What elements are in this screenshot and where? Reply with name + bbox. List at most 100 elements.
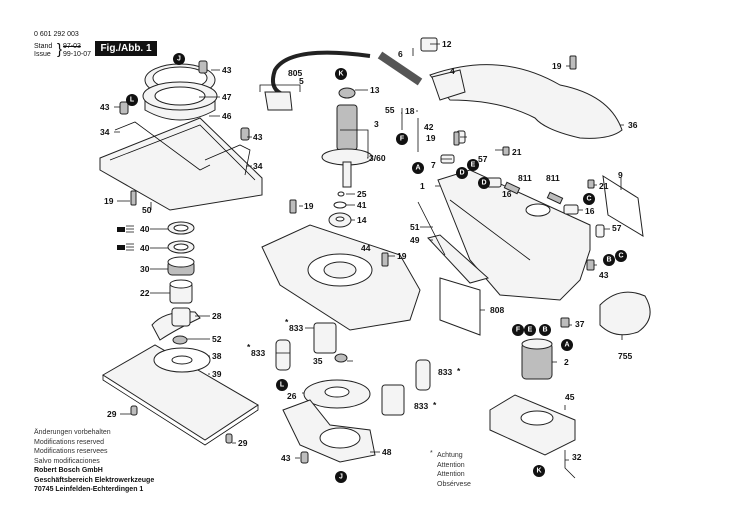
marker-C: C — [583, 193, 595, 205]
capacitor-12 — [420, 37, 438, 52]
attention-star: * — [430, 450, 433, 457]
part-label: 36 — [628, 120, 638, 130]
part-label: 49 — [410, 235, 420, 245]
brush-holders-833 — [275, 322, 431, 416]
part-label: 38 — [212, 351, 222, 361]
svg-text:*: * — [285, 317, 289, 327]
company-address: 70745 Leinfelden-Echterdingen 1 — [34, 486, 144, 493]
svg-text:A: A — [564, 342, 569, 349]
part-label: 14 — [357, 215, 367, 225]
part-label: 30 — [140, 264, 150, 274]
screw-43 — [300, 451, 309, 464]
grease-icon — [117, 225, 134, 233]
marker-F: F — [512, 324, 524, 336]
disclaimer-line: Modifications reserved — [34, 438, 105, 446]
attention-note: * Achtung Attention Attention Obsérvese — [430, 450, 471, 489]
collar-46-47 — [142, 63, 218, 121]
disclaimer: Änderungen vorbehalten Modifications res… — [34, 428, 154, 495]
part-label: 34 — [253, 161, 263, 171]
marker-F: F — [396, 133, 408, 145]
part-label: 4 — [450, 66, 455, 76]
part-label: 29 — [107, 409, 117, 419]
svg-text:*: * — [457, 366, 461, 376]
part-label: 833 — [251, 348, 265, 358]
issue-date: 99-10-07 — [63, 51, 92, 58]
base-plate-50 — [99, 117, 263, 211]
part-label: 7 — [431, 160, 436, 170]
part-label: 34 — [100, 127, 110, 137]
part-label: 16 — [502, 189, 512, 199]
part-label: 25 — [357, 189, 367, 199]
marker-J: K — [533, 465, 545, 477]
part-label: 755 — [618, 351, 632, 361]
part-label: 37 — [575, 319, 585, 329]
part-label: 808 — [490, 305, 504, 315]
svg-text:L: L — [280, 382, 285, 389]
part-label: 32 — [572, 452, 582, 462]
part-label: 19 — [304, 201, 314, 211]
marker-K: J — [173, 53, 185, 65]
part-label: 45 — [565, 392, 575, 402]
part-label: 48 — [382, 447, 392, 457]
part-label: 43 — [599, 270, 609, 280]
screw-19 — [130, 190, 137, 206]
fan-26 — [303, 379, 371, 409]
svg-text:E: E — [471, 162, 476, 169]
marker-J: K — [335, 68, 347, 80]
marker-A: A — [561, 339, 573, 351]
part-label: 5 — [299, 76, 304, 86]
svg-text:D: D — [481, 180, 486, 187]
marker-L: L — [126, 94, 138, 106]
part-label: 19 — [552, 61, 562, 71]
svg-text:B: B — [542, 327, 547, 334]
part-label: 9 — [618, 170, 623, 180]
part-label: 19 — [104, 196, 114, 206]
svg-text:F: F — [516, 327, 521, 334]
motor-housing-1 — [437, 169, 591, 301]
screw-29 — [225, 433, 233, 444]
disclaimer-line: Modifications reservees — [34, 448, 108, 455]
part-label: 57 — [478, 154, 488, 164]
marker-A: A — [412, 162, 424, 174]
part-label: 833 — [438, 367, 452, 377]
part-label: 26 — [287, 391, 297, 401]
svg-text:J: J — [339, 474, 343, 481]
part-label: 44 — [361, 243, 371, 253]
bearing-stack — [167, 221, 195, 304]
svg-text:F: F — [400, 136, 405, 143]
svg-text:*: * — [433, 400, 437, 410]
part-label: 28 — [212, 311, 222, 321]
clip-37 — [560, 317, 570, 328]
part-label: 40 — [140, 243, 150, 253]
marker-D: D — [478, 177, 490, 189]
brush-clips-16 — [486, 177, 579, 215]
part-label: 3 — [374, 119, 379, 129]
screw-43 — [586, 259, 595, 271]
stand-label: Stand — [34, 43, 53, 50]
bracket-49 — [427, 234, 490, 284]
part-label: 22 — [140, 288, 150, 298]
screw-19 — [381, 252, 389, 267]
marker-D: D — [456, 167, 468, 179]
part-label: 57 — [612, 223, 622, 233]
wire-32 — [564, 450, 576, 479]
issue-label: Issue — [34, 51, 51, 58]
svg-text:L: L — [130, 97, 135, 104]
bearing-14 — [328, 191, 352, 228]
part-label: 12 — [442, 39, 452, 49]
gear-housing-44 — [261, 224, 421, 331]
cover-plate-9 — [602, 175, 644, 237]
clips-34 — [114, 121, 251, 176]
screw-21 — [502, 146, 510, 156]
part-label: 19 — [426, 133, 436, 143]
armature-3 — [321, 87, 373, 188]
leader-lines — [114, 43, 624, 461]
svg-text:D: D — [459, 170, 464, 177]
marker-E: E — [524, 324, 536, 336]
screw-19 — [569, 55, 577, 70]
svg-text:K: K — [338, 71, 343, 78]
part-label: 18 — [405, 106, 415, 116]
switch-4 — [431, 69, 466, 101]
part-label: 16 — [585, 206, 595, 216]
